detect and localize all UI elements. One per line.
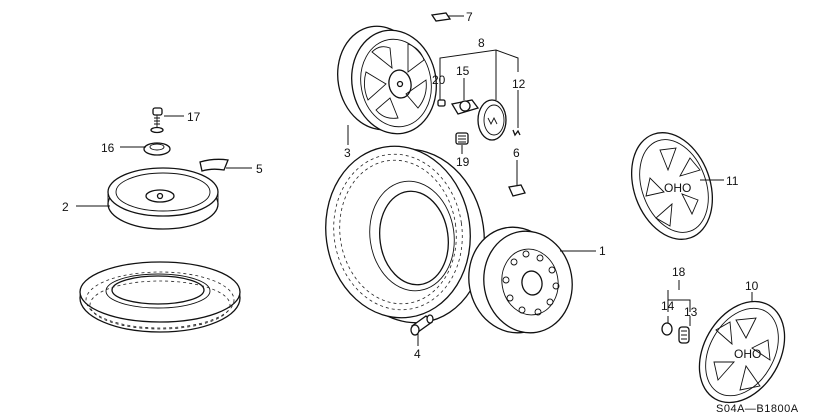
cap-clip	[512, 129, 521, 137]
callout-15: 15	[456, 64, 470, 78]
callout-3: 3	[344, 146, 351, 160]
callout-2: 2	[62, 200, 69, 214]
spare-tire-bolt	[150, 107, 164, 134]
wheel-nut	[437, 99, 446, 107]
diagram-code: S04A—B1800A	[716, 403, 799, 415]
callout-13: 13	[684, 305, 698, 319]
alloy-wheel	[337, 25, 437, 135]
emblem-clip	[430, 12, 452, 22]
lug-nut	[455, 132, 469, 145]
cover-nut	[661, 322, 673, 336]
callout-20: 20	[432, 73, 446, 87]
callout-4: 4	[414, 347, 421, 361]
callout-5: 5	[256, 162, 263, 176]
steel-wheel	[468, 226, 573, 334]
callout-7: 7	[466, 10, 473, 24]
tire	[325, 145, 485, 324]
wheel-cover-lower: OHO	[698, 300, 786, 404]
callout-11: 11	[726, 174, 739, 188]
callout-8: 8	[478, 36, 485, 50]
valve-stem	[410, 314, 434, 336]
callout-1: 1	[599, 244, 606, 258]
callout-19: 19	[456, 155, 470, 169]
callout-16: 16	[101, 141, 115, 155]
spare-wheel	[107, 167, 219, 230]
callout-14: 14	[661, 299, 675, 313]
cover-bolt	[678, 326, 690, 344]
spare-tire-washer	[143, 142, 171, 156]
balance-weight	[508, 184, 526, 197]
callout-17: 17	[187, 110, 201, 124]
svg-text:OHO: OHO	[734, 347, 761, 361]
callout-10: 10	[745, 279, 759, 293]
svg-text:OHO: OHO	[664, 181, 691, 195]
callout-18: 18	[672, 265, 686, 279]
callout-12: 12	[512, 77, 526, 91]
center-cap	[477, 99, 507, 141]
spare-label	[199, 158, 229, 172]
center-cap-spring	[450, 99, 480, 115]
spare-tire	[79, 261, 241, 333]
leader-lines	[76, 15, 753, 346]
callouts: 17 16 5 2 3 7 8 20 15 12 19 6 1 4 11 18 …	[62, 10, 759, 361]
wheel-cover-upper: OHO	[630, 132, 714, 240]
callout-6: 6	[513, 146, 520, 160]
